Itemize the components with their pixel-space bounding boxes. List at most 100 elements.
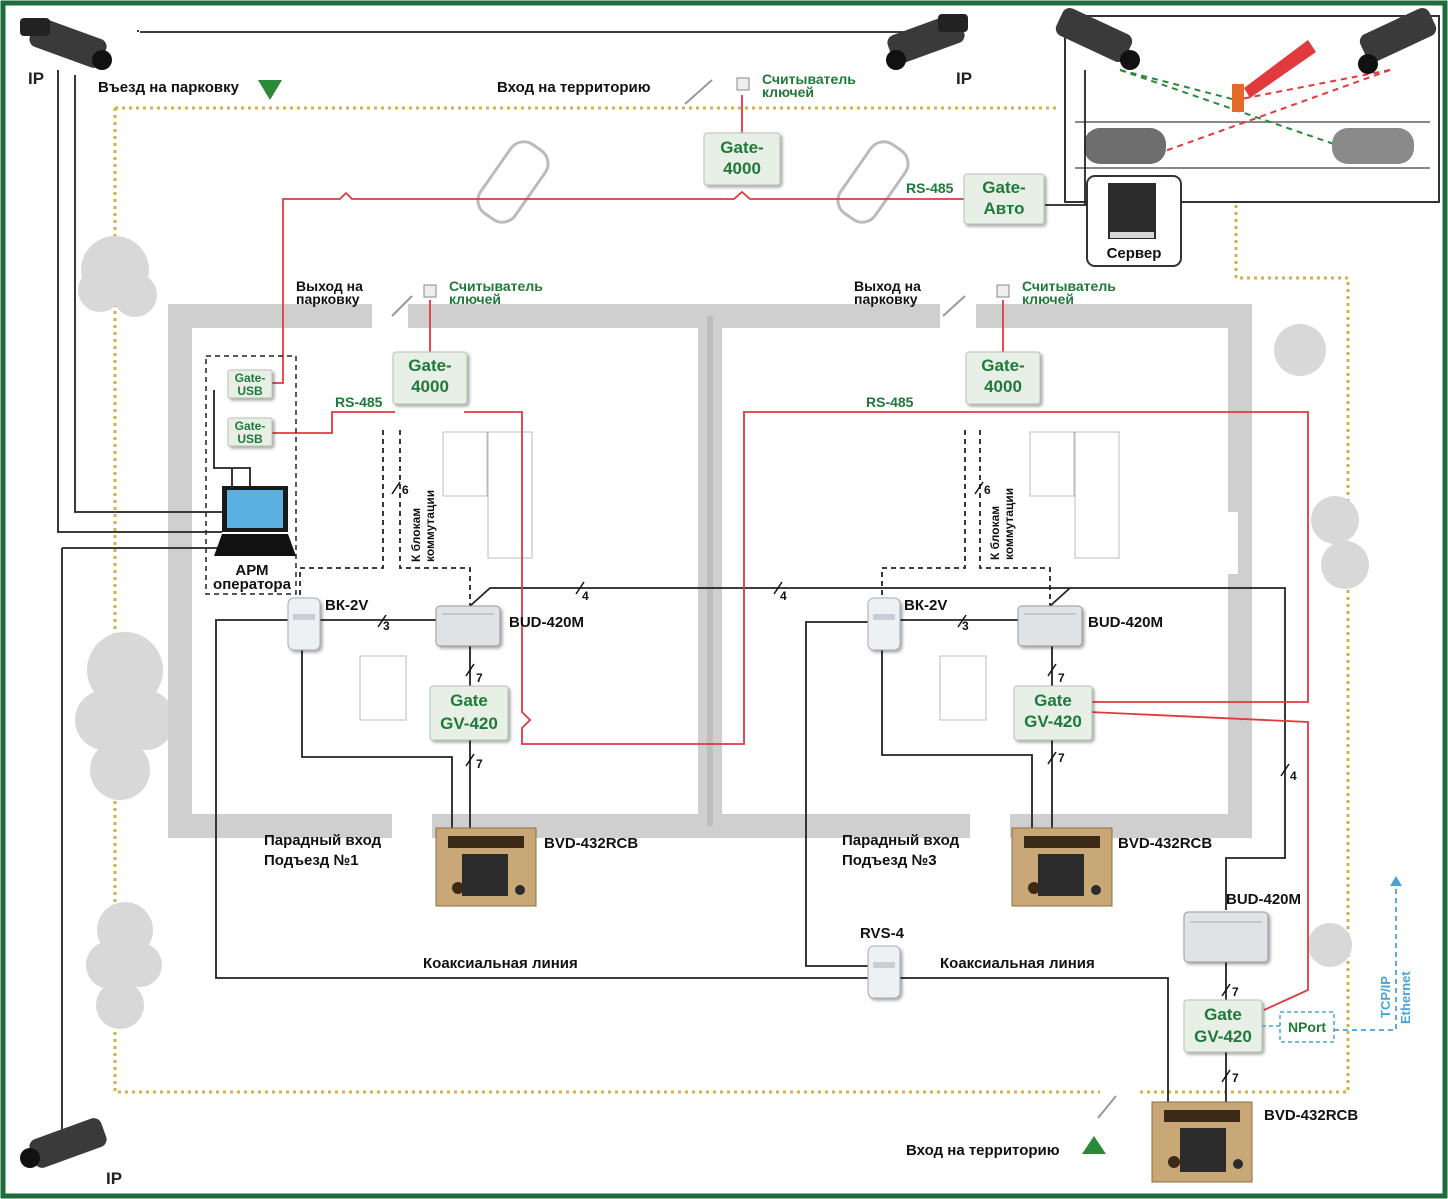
tcpip-label: TCP/IP xyxy=(1378,976,1393,1018)
key-reader-right-icon xyxy=(996,284,1010,298)
camera-top-left-icon xyxy=(20,18,112,70)
wire-count-7-b: 7 xyxy=(1058,671,1065,685)
entry-territory-top-label: Вход на территорию xyxy=(497,79,651,96)
bvd-left-label: BVD-432RCB xyxy=(544,835,638,852)
rvs4-label: RVS-4 xyxy=(860,925,905,942)
coax-left-label: Коаксиальная линия xyxy=(423,955,578,972)
door-gaps xyxy=(372,300,1238,840)
gate-usb-2-label-1: Gate- xyxy=(235,419,266,433)
camera-parking-left-icon xyxy=(1055,7,1140,70)
gate4000-right-label-2: 4000 xyxy=(984,377,1022,396)
rs485-right-label: RS-485 xyxy=(866,394,914,410)
reader-right-label-1: Считыватель xyxy=(1022,278,1116,294)
server xyxy=(1086,175,1182,267)
entrance1-label: Подъезд №1 xyxy=(264,852,359,869)
ip-label-top-left: IP xyxy=(28,69,44,88)
gate4000-right xyxy=(965,351,1041,405)
wire-count-7-d: 7 xyxy=(1058,751,1065,765)
gate-gv420-bottom-label-1: Gate xyxy=(1204,1005,1242,1024)
rvs4 xyxy=(867,945,901,999)
gate4000-left-label-1: Gate- xyxy=(408,356,451,375)
fence xyxy=(113,106,1350,1094)
entrance3-label: Подъезд №3 xyxy=(842,852,937,869)
gate-avto-label-1: Gate- xyxy=(982,178,1025,197)
to-switch-right-label-2: коммутации xyxy=(1002,488,1016,560)
bud420m-bottom-label: BUD-420M xyxy=(1226,891,1301,908)
key-reader-left-icon xyxy=(423,284,437,298)
entry-territory-arrow-icon xyxy=(1082,1136,1106,1154)
server-label: Сервер xyxy=(1107,245,1162,262)
front-entry-right-label: Парадный вход xyxy=(842,832,960,849)
reader-left-label-2: ключей xyxy=(449,291,501,307)
wire-count-4-b: 4 xyxy=(780,589,787,603)
bud420m-right-label: BUD-420M xyxy=(1088,614,1163,631)
bud420m-bottom xyxy=(1183,911,1269,963)
to-switch-right-label-1: К блокам xyxy=(988,506,1002,560)
gate-gv420-left xyxy=(429,685,509,741)
gate4000-top-label-1: Gate- xyxy=(720,138,763,157)
reader-left-label-1: Считыватель xyxy=(449,278,543,294)
bvd-right-label: BVD-432RCB xyxy=(1118,835,1212,852)
gate-gv420-right-label-2: GV-420 xyxy=(1024,712,1082,731)
gate4000-left xyxy=(392,351,468,405)
wire-count-4-a: 4 xyxy=(582,589,589,603)
reader-top-label-2: ключей xyxy=(762,84,814,100)
rs485-left-label: RS-485 xyxy=(335,394,383,410)
gate-usb-1-label-1: Gate- xyxy=(235,371,266,385)
server-icon xyxy=(1108,183,1156,239)
gate-usb-2 xyxy=(227,417,273,447)
camera-bottom-left-icon xyxy=(20,1118,107,1168)
gate-gv420-left-label-1: Gate xyxy=(450,691,488,710)
wire-count-4-c: 4 xyxy=(1290,769,1297,783)
exit-parking-right-label-1: Выход на xyxy=(854,278,921,294)
operator-label-1: АРМ xyxy=(235,562,268,579)
bud420m-left-label: BUD-420M xyxy=(509,614,584,631)
rs485-cables xyxy=(272,95,1309,1011)
wire-count-7-e: 7 xyxy=(1232,985,1239,999)
ip-label-bottom-left: IP xyxy=(106,1169,122,1188)
gate-usb-1-label-2: USB xyxy=(237,384,263,398)
entry-territory-bottom-label: Вход на территорию xyxy=(906,1142,1060,1159)
bvd-bottom-label: BVD-432RCB xyxy=(1264,1107,1358,1124)
gate4000-top xyxy=(703,132,781,186)
gate-lines xyxy=(391,79,1117,1119)
gate-gv420-left-label-2: GV-420 xyxy=(440,714,498,733)
to-switch-left-label-1: К блокам xyxy=(409,508,423,562)
bk2v-right xyxy=(867,597,901,651)
reader-top-label-1: Считыватель xyxy=(762,71,856,87)
ip-label-top-center: IP xyxy=(956,69,972,88)
gate-gv420-right-label-1: Gate xyxy=(1034,691,1072,710)
gate-usb-2-label-2: USB xyxy=(237,432,263,446)
laptop-icon xyxy=(214,486,296,556)
camera-parking-right-icon xyxy=(1358,7,1437,74)
operator-workstation-box xyxy=(205,355,297,595)
car-left xyxy=(1084,128,1166,164)
rs485-top-label: RS-485 xyxy=(906,180,954,196)
bud420m-left xyxy=(435,605,501,647)
trees xyxy=(75,236,1369,1029)
bk2v-left xyxy=(287,597,321,651)
wire-count-7-f: 7 xyxy=(1232,1071,1239,1085)
exit-parking-left-label-2: парковку xyxy=(296,291,360,307)
exit-parking-left-label-1: Выход на xyxy=(296,278,363,294)
bvd-left xyxy=(435,827,537,907)
reader-right-label-2: ключей xyxy=(1022,291,1074,307)
operator-label-2: оператора xyxy=(213,576,292,593)
barrier-arm xyxy=(1244,40,1316,98)
entry-parking-label: Въезд на парковку xyxy=(98,79,240,96)
camera-top-center-icon xyxy=(886,14,968,70)
ethernet-label: Ethernet xyxy=(1398,971,1413,1024)
gate-gv420-right xyxy=(1013,685,1093,741)
gate-gv420-bottom-label-2: GV-420 xyxy=(1194,1027,1252,1046)
bvd-right xyxy=(1011,827,1113,907)
wire-count-3-left: 3 xyxy=(383,619,390,633)
stairs xyxy=(359,431,1120,721)
gate4000-right-label-1: Gate- xyxy=(981,356,1024,375)
wire-count-7-a: 7 xyxy=(476,671,483,685)
bud420m-right xyxy=(1017,605,1083,647)
ethernet-line xyxy=(1334,876,1402,1031)
gate-usb-1 xyxy=(227,369,273,399)
signal-cables xyxy=(57,30,1286,1148)
bvd-bottom xyxy=(1151,1101,1253,1183)
